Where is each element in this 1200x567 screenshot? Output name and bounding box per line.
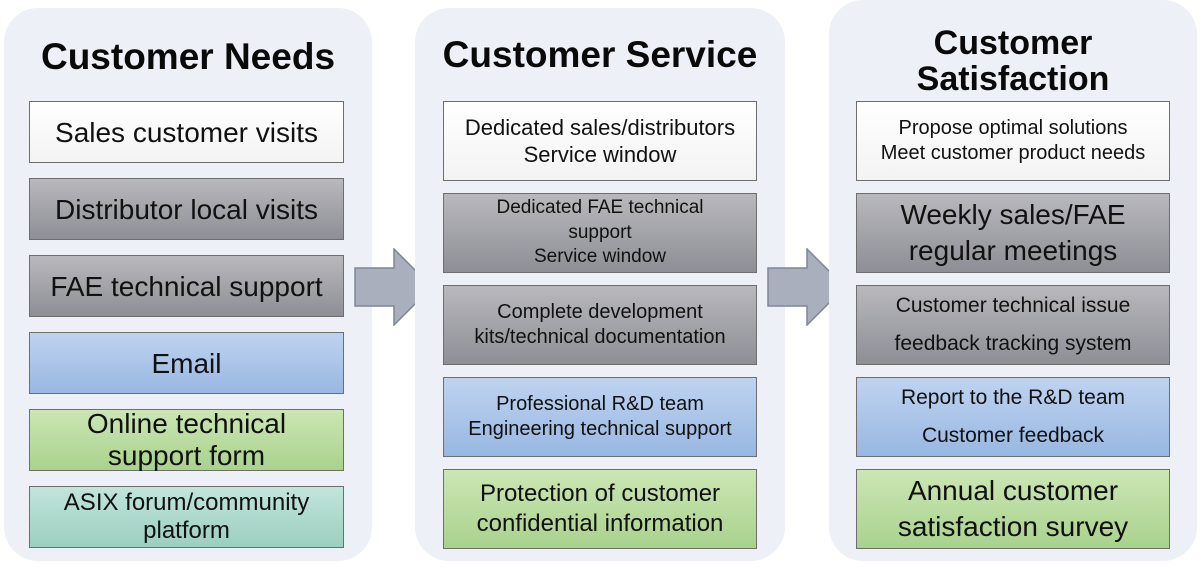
panel-title-line: Customer (933, 24, 1093, 62)
box-label: kits/technical documentation (474, 326, 726, 348)
box-protection-of-confidential-info: Protection of customer confidential info… (443, 469, 757, 549)
box-dedicated-fae-technical-support: Dedicated FAE technical support Service … (443, 193, 757, 273)
box-label: support (568, 221, 632, 243)
box-label: Annual customer (907, 474, 1119, 506)
panel-title: Customer Service (415, 34, 785, 75)
box-customer-technical-issue-feedback: Customer technical issue feedback tracki… (856, 285, 1170, 365)
box-weekly-sales-fae-meetings: Weekly sales/FAE regular meetings (856, 193, 1170, 273)
box-label: Complete development (497, 301, 703, 323)
box-online-technical-support-form: Online technical support form (29, 407, 344, 471)
panel-title-line: Customer Service (442, 34, 758, 75)
box-label: Email (151, 347, 222, 379)
box-label: Weekly sales/FAE (900, 198, 1126, 230)
flow-arrow-icon (354, 248, 434, 326)
box-label: Protection of customer (479, 480, 721, 507)
panel-title-line: Satisfaction (916, 59, 1110, 98)
box-label: platform (143, 517, 230, 544)
box-distributor-local-visits: Distributor local visits (29, 178, 344, 240)
box-label: Report to the R&D team (900, 386, 1126, 410)
box-label: Customer technical issue (895, 294, 1131, 318)
box-asix-forum-community-platform: ASIX forum/community platform (29, 486, 344, 548)
box-sales-customer-visits: Sales customer visits (29, 101, 344, 163)
panel-title: Customer Needs (4, 36, 372, 77)
panel-customer-service: Customer Service (415, 8, 785, 561)
box-label: satisfaction survey (897, 511, 1129, 542)
box-professional-rd-team: Professional R&D team Engineering techni… (443, 377, 757, 457)
box-label: Service window (523, 142, 677, 167)
panel-customer-satisfaction: Customer Satisfaction (829, 0, 1197, 561)
box-label: Engineering technical support (468, 418, 732, 440)
box-label: Online technical (86, 407, 287, 439)
box-label: confidential information (476, 510, 724, 537)
box-label: Professional R&D team (496, 393, 704, 415)
box-label: FAE technical support (50, 270, 323, 302)
box-label: Propose optimal solutions (898, 117, 1128, 139)
box-dedicated-sales-distributors: Dedicated sales/distributors Service win… (443, 101, 757, 181)
box-propose-optimal-solutions: Propose optimal solutions Meet customer … (856, 101, 1170, 181)
flow-arrow-shape (767, 248, 847, 326)
panel-title: Customer Satisfaction (829, 24, 1197, 98)
flow-arrow-icon (767, 248, 847, 326)
box-label: ASIX forum/community (63, 489, 310, 517)
box-label: Customer feedback (921, 424, 1105, 447)
box-annual-satisfaction-survey: Annual customer satisfaction survey (856, 469, 1170, 549)
box-label: support form (107, 440, 266, 471)
box-label: Service window (534, 246, 666, 268)
flow-arrow-shape (354, 248, 434, 326)
box-complete-development-kits: Complete development kits/technical docu… (443, 285, 757, 365)
box-fae-technical-support: FAE technical support (29, 255, 344, 317)
panel-title-line: Customer Needs (40, 36, 336, 77)
box-label: Meet customer product needs (880, 142, 1146, 164)
box-label: feedback tracking system (894, 332, 1132, 355)
box-email: Email (29, 332, 344, 394)
box-label: Dedicated FAE technical (496, 196, 704, 218)
box-report-to-rd-team: Report to the R&D team Customer feedback (856, 377, 1170, 457)
box-label: Sales customer visits (55, 116, 318, 148)
box-label: regular meetings (908, 235, 1118, 266)
box-label: Dedicated sales/distributors (464, 114, 736, 140)
box-label: Distributor local visits (55, 193, 318, 225)
